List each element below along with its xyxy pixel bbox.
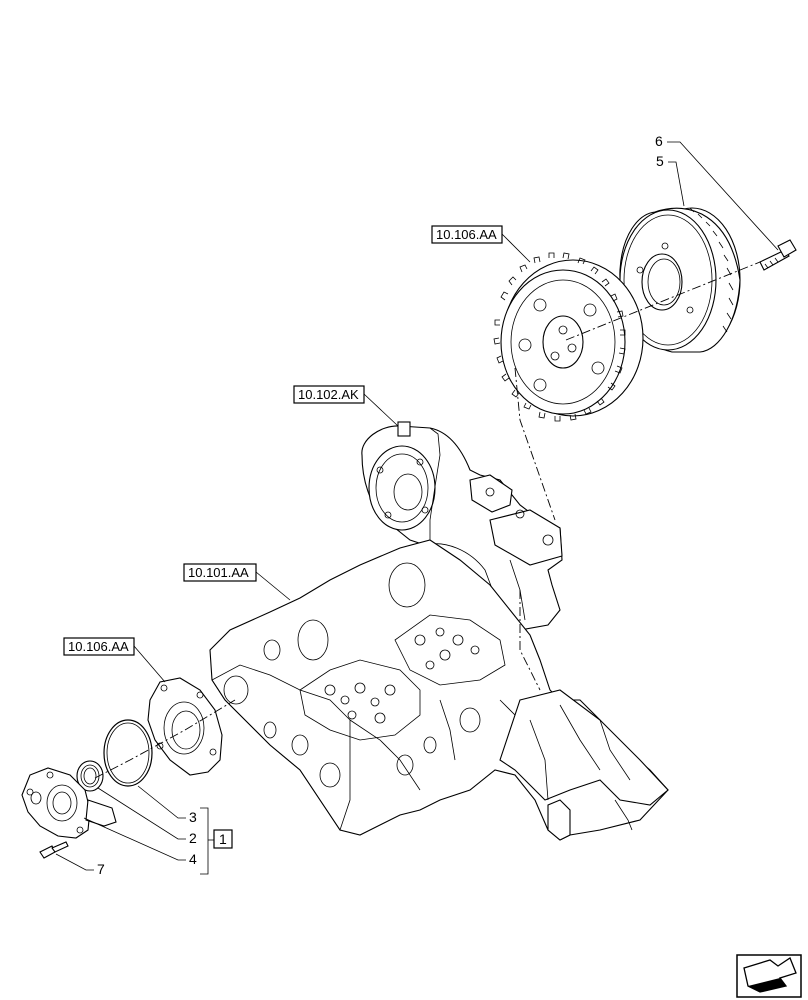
ref-label-cover[interactable]: 10.106.AA — [63, 637, 166, 683]
callout-7: 7 — [55, 853, 105, 877]
ref-label-cover-text: 10.106.AA — [68, 639, 129, 654]
pulley-centerline — [565, 261, 761, 341]
pulley-part — [619, 207, 741, 353]
callout-4: 4 — [83, 817, 197, 867]
callout-6: 6 — [655, 133, 779, 251]
callout-5: 5 — [656, 153, 685, 207]
callout-3-text: 3 — [189, 809, 197, 825]
kit-label-1-text: 1 — [219, 831, 227, 847]
callout-3: 3 — [137, 785, 197, 825]
ref-label-block-text: 10.101.AA — [188, 565, 249, 580]
callout-2-text: 2 — [189, 830, 197, 846]
ref-label-timing-case-text: 10.102.AK — [298, 387, 359, 402]
cover-bolt-part — [39, 841, 69, 859]
next-page-arrow-icon[interactable] — [736, 954, 802, 998]
ref-label-block[interactable]: 10.101.AA — [183, 563, 291, 601]
callout-6-text: 6 — [655, 133, 663, 149]
ref-label-timing-case[interactable]: 10.102.AK — [293, 385, 399, 427]
o-ring-part — [103, 719, 153, 787]
crankshaft-gear-part — [493, 252, 644, 422]
ref-label-gear[interactable]: 10.106.AA — [431, 225, 531, 263]
kit-label-1[interactable]: 1 — [213, 829, 233, 849]
kit-bracket — [200, 807, 214, 875]
callout-5-text: 5 — [656, 153, 664, 169]
callout-2: 2 — [97, 787, 197, 846]
callout-7-text: 7 — [97, 861, 105, 877]
callout-4-text: 4 — [189, 851, 197, 867]
gear-centerline — [514, 367, 556, 521]
cover-centerline — [94, 699, 236, 779]
ref-label-gear-text: 10.106.AA — [436, 227, 497, 242]
engine-block-part — [209, 539, 669, 841]
block-hidden-line — [519, 590, 541, 691]
front-plate-part — [147, 677, 223, 776]
timing-case-part — [361, 421, 563, 631]
seal-housing-part — [21, 767, 117, 839]
pulley-bolt-part — [759, 239, 797, 271]
